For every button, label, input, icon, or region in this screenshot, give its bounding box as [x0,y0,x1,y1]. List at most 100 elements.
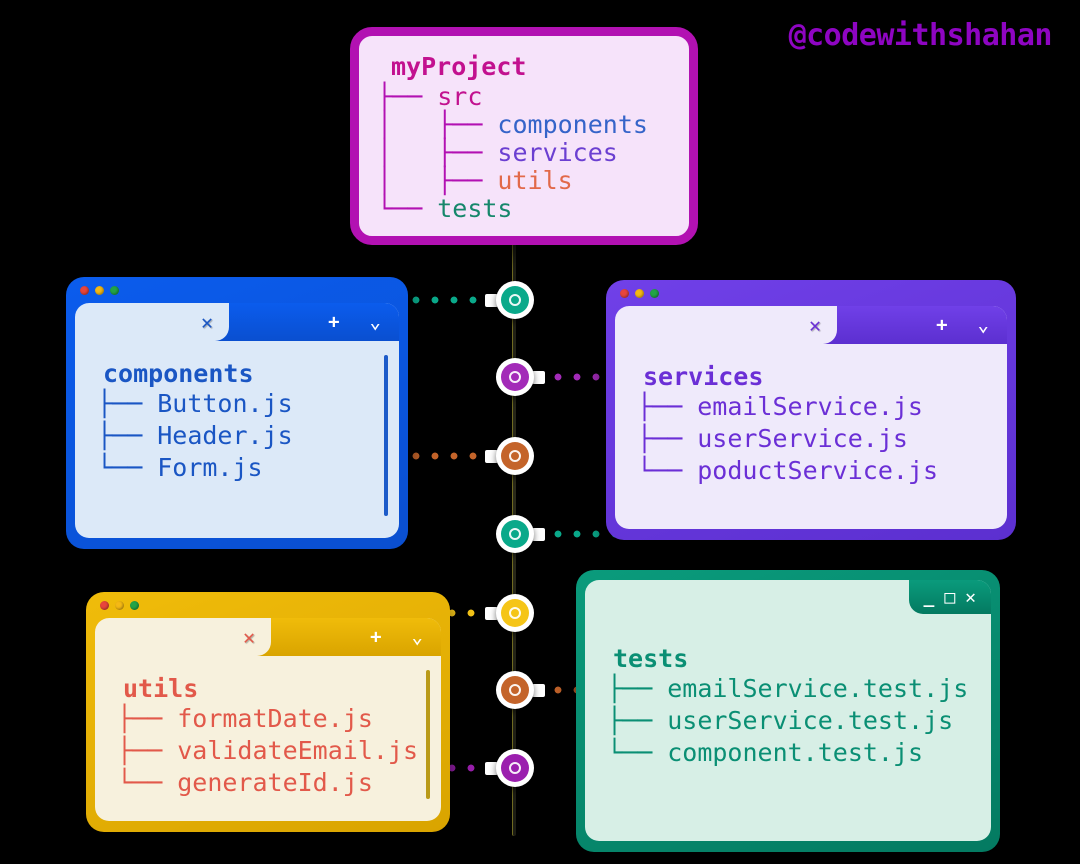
watermark-handle: @codewithshahan [788,18,1053,53]
window-tests-title: tests [613,644,689,673]
tree-item: ├── userService.test.js [607,705,969,737]
window-tests[interactable]: _ □ ✕ tests ├── emailService.test.js├── … [576,570,1000,852]
connector-node-tests-line [535,686,580,695]
tree-item-label: components [497,110,648,139]
tree-branch-glyph: └── [607,738,668,767]
tab-utils-active[interactable]: ✕ [95,618,271,656]
root-tree-item: │ ├── services [377,139,671,167]
tree-item-label: Form.js [157,453,263,482]
connector-node-services-bot-line [535,530,620,539]
tree-item: ├── userService.js [637,423,985,455]
connector-node-components-bot[interactable] [496,437,534,475]
tab-close-icon[interactable]: ✕ [200,310,213,334]
chevron-down-icon[interactable]: ⌄ [369,311,381,333]
tree-item-label: generateId.js [177,768,373,797]
connector-node-services-bot-nub [532,528,545,541]
window-utils-title: utils [123,674,199,703]
tree-branch-glyph: ├── [377,82,438,111]
tree-item-label: Header.js [157,421,293,450]
window-components[interactable]: ✕ + ⌄ components ├── Button.js├── Header… [66,277,408,549]
scrollbar-components[interactable] [384,355,388,516]
connector-node-core [501,442,529,470]
tree-branch-glyph: └── [637,456,698,485]
tree-branch-glyph: └── [377,194,438,223]
traffic-lights-components[interactable] [80,286,119,295]
tree-branch-glyph: ├── [117,704,178,733]
scrollbar-utils[interactable] [426,670,430,799]
new-tab-icon[interactable]: + [328,311,340,333]
maximize-light-icon[interactable] [650,289,659,298]
connector-node-components-top[interactable] [496,281,534,319]
window-components-tree: ├── Button.js├── Header.js└── Form.js [97,388,377,484]
tree-branch-glyph: └── [117,768,178,797]
new-tab-icon[interactable]: + [370,626,382,648]
window-utils[interactable]: ✕ + ⌄ utils ├── formatDate.js├── validat… [86,592,450,832]
window-utils-content: utils ├── formatDate.js├── validateEmail… [95,656,441,821]
connector-node-core [501,363,529,391]
tree-branch-glyph: ├── [97,421,158,450]
tabbar-utils: ✕ + ⌄ [95,618,441,656]
window-tests-tree: ├── emailService.test.js├── userService.… [607,673,969,769]
close-light-icon[interactable] [80,286,89,295]
tree-item-label: Button.js [157,389,293,418]
window-tests-body: _ □ ✕ tests ├── emailService.test.js├── … [585,580,991,841]
window-components-body: ✕ + ⌄ components ├── Button.js├── Header… [75,303,399,538]
new-tab-icon[interactable]: + [936,314,948,336]
window-components-content: components ├── Button.js├── Header.js└──… [75,341,399,538]
tree-branch-glyph: │ ├── [377,110,498,139]
connector-node-core [501,286,529,314]
tabbar-components: ✕ + ⌄ [75,303,399,341]
root-tree-item: │ ├── utils [377,167,671,195]
connector-node-utils-bot[interactable] [496,749,534,787]
tab-services-active[interactable]: ✕ [615,306,837,344]
minimize-icon[interactable]: _ [923,586,936,608]
connector-node-components-bot-line [412,452,496,461]
connector-node-services[interactable] [496,358,534,396]
maximize-light-icon[interactable] [110,286,119,295]
tree-branch-glyph: ├── [607,674,668,703]
connector-node-services-nub [532,371,545,384]
connector-node-ring [509,607,521,619]
connector-node-utils-bot-line [448,764,496,773]
traffic-lights-services[interactable] [620,289,659,298]
traffic-lights-utils[interactable] [100,601,139,610]
connector-node-components-bot-nub [485,450,498,463]
maximize-icon[interactable]: □ [944,586,957,608]
tree-branch-glyph: ├── [117,736,178,765]
connector-node-core [501,754,529,782]
close-light-icon[interactable] [100,601,109,610]
tree-branch-glyph: ├── [607,706,668,735]
tree-item: ├── formatDate.js [117,703,419,735]
chevron-down-icon[interactable]: ⌄ [411,626,423,648]
window-services-body: ✕ + ⌄ services ├── emailService.js├── us… [615,306,1007,529]
tab-components-active[interactable]: ✕ [75,303,229,341]
tab-close-icon[interactable]: ✕ [242,625,255,649]
connector-node-ring [509,294,521,306]
tab-close-icon[interactable]: ✕ [808,313,821,337]
chevron-down-icon[interactable]: ⌄ [977,314,989,336]
tree-item-label: services [497,138,618,167]
window-utils-body: ✕ + ⌄ utils ├── formatDate.js├── validat… [95,618,441,821]
tree-branch-glyph: ├── [637,392,698,421]
window-services[interactable]: ✕ + ⌄ services ├── emailService.js├── us… [606,280,1016,540]
connector-node-ring [509,371,521,383]
window-controls-tests: _ □ ✕ [909,580,991,614]
tree-item-label: emailService.js [697,392,923,421]
connector-node-utils-top[interactable] [496,594,534,632]
tree-branch-glyph: ├── [97,389,158,418]
minimize-light-icon[interactable] [115,601,124,610]
close-light-icon[interactable] [620,289,629,298]
tree-item-label: userService.test.js [667,706,954,735]
minimize-light-icon[interactable] [635,289,644,298]
tabbar-services: ✕ + ⌄ [615,306,1007,344]
connector-node-tests[interactable] [496,671,534,709]
close-icon[interactable]: ✕ [965,586,977,608]
connector-node-services-bot[interactable] [496,515,534,553]
tree-branch-glyph: │ ├── [377,166,498,195]
project-root-card: myProject ├── src│ ├── components│ ├── s… [350,27,698,245]
window-services-tree: ├── emailService.js├── userService.js└──… [637,391,985,487]
connector-node-core [501,599,529,627]
minimize-light-icon[interactable] [95,286,104,295]
tree-item: └── generateId.js [117,767,419,799]
maximize-light-icon[interactable] [130,601,139,610]
